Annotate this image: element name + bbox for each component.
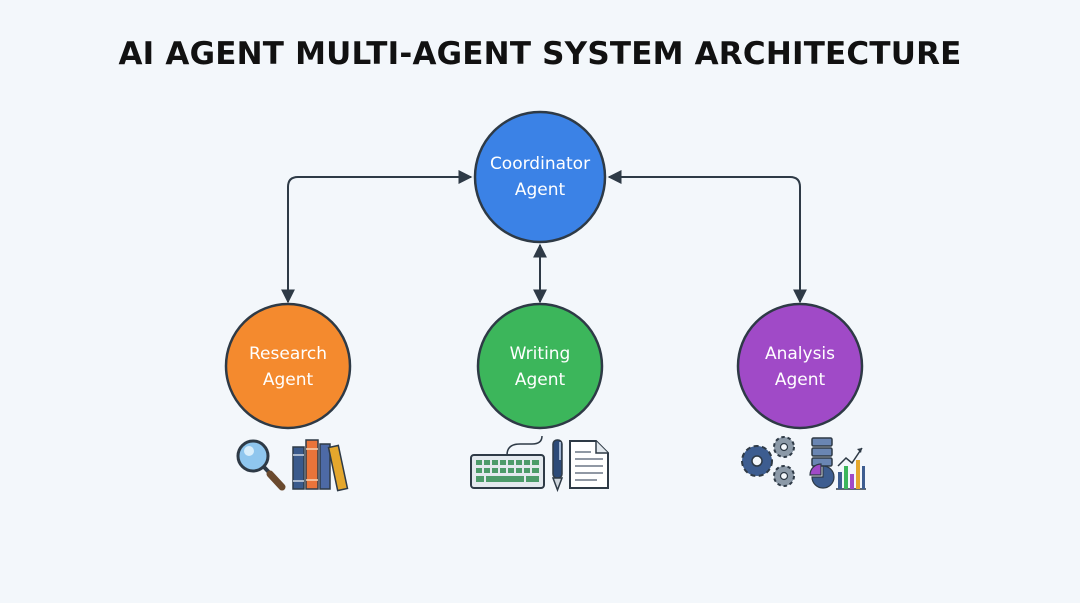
diagram-title: AI AGENT MULTI-AGENT SYSTEM ARCHITECTURE [118,36,962,72]
chart-icon [809,447,866,490]
coordinator-node: Coordinator Agent [473,110,607,244]
database-icon [811,437,833,467]
gears-icon [741,436,795,487]
coordinator-label-line2: Agent [515,180,566,200]
analysis-node: Analysis Agent [736,302,864,430]
connector-coordinator-analysis [607,170,807,304]
writing-node: Writing Agent [476,302,604,430]
analysis-label-line2: Agent [775,370,826,390]
books-icon [292,439,349,492]
document-icon [569,440,609,489]
analysis-label-line1: Analysis [765,344,835,364]
research-node: Research Agent [224,302,352,430]
keyboard-icon [470,435,545,489]
coordinator-label-line1: Coordinator [490,154,590,174]
research-label-line1: Research [249,344,327,364]
pen-icon [551,439,564,493]
magnifier-icon [236,439,286,491]
writing-label-line2: Agent [515,370,566,390]
research-label-line2: Agent [263,370,314,390]
writing-label-line1: Writing [510,344,571,364]
connector-coordinator-research [281,170,473,304]
